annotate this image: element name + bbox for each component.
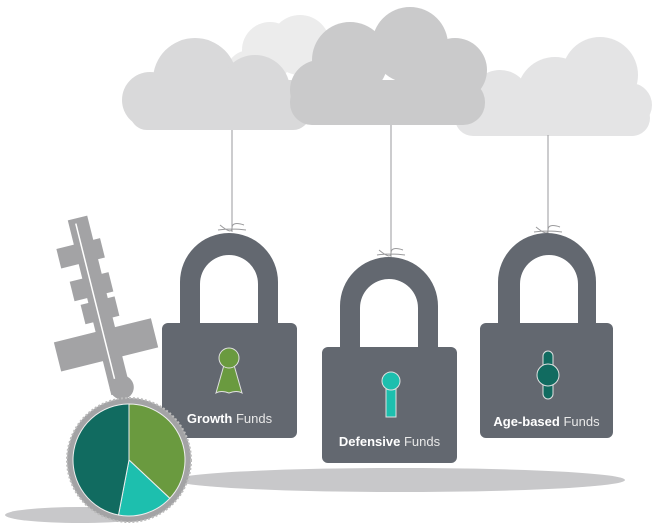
cloud-left [122,38,315,130]
strings [217,125,563,258]
lock-growth [162,233,297,438]
keyhole-icon [536,350,560,400]
lock-defensive [322,257,457,463]
cloud-right [455,37,652,136]
keyhole-icon [381,371,401,418]
label-growth-funds: Growth Funds [186,411,273,426]
keyhole-icon [215,347,243,395]
ground-shadow [175,468,625,492]
pie-slice-defensive [117,459,171,517]
cloud-center [290,7,487,125]
lock-age-based [480,233,613,438]
pie-chart [72,403,186,517]
label-defensive-funds: Defensive Funds [338,434,441,449]
pie-slice-growth [128,403,186,500]
label-age-based-funds: Age-based Funds [493,414,600,429]
pie-slice-age-based [72,403,130,516]
key-icon [53,215,159,400]
